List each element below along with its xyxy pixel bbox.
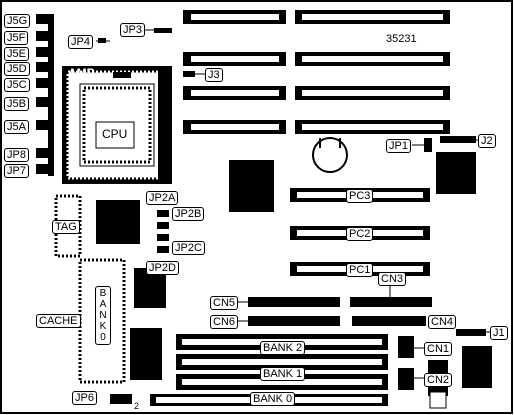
label-jp6: JP6 bbox=[72, 391, 97, 405]
bank0-char: A bbox=[99, 299, 107, 310]
j2-block bbox=[440, 136, 476, 143]
label-pc2: PC2 bbox=[346, 227, 374, 241]
label-jp2c: JP2C bbox=[172, 241, 205, 255]
label-jp8: JP8 bbox=[4, 148, 29, 162]
board-number: 35231 bbox=[386, 33, 417, 45]
label-jp7: JP7 bbox=[4, 164, 29, 178]
label-cn5: CN5 bbox=[210, 296, 239, 310]
jp6-block bbox=[110, 394, 132, 404]
bank0-vertical-label: B A N K 0 bbox=[95, 286, 111, 345]
label-cn1: CN1 bbox=[424, 342, 453, 356]
label-cn3: CN3 bbox=[378, 272, 407, 286]
j3-block bbox=[183, 71, 195, 77]
label-j5d: J5D bbox=[4, 62, 30, 76]
cpu-socket bbox=[62, 66, 172, 184]
bank0-char: 0 bbox=[100, 332, 106, 343]
cn-connectors bbox=[248, 297, 432, 390]
jp1-block bbox=[424, 138, 432, 152]
label-jp2d: JP2D bbox=[146, 261, 179, 275]
label-j3: J3 bbox=[205, 68, 223, 82]
jp2-jumpers bbox=[157, 210, 169, 253]
label-jp1: JP1 bbox=[386, 139, 411, 153]
label-j5a: J5A bbox=[4, 120, 29, 134]
label-cn4: CN4 bbox=[428, 315, 457, 329]
bank0-char: B bbox=[99, 288, 107, 299]
io-ports bbox=[428, 346, 492, 409]
cpu-label: CPU bbox=[102, 127, 128, 141]
label-jp2a: JP2A bbox=[146, 191, 179, 205]
label-jp2b: JP2B bbox=[172, 207, 205, 221]
bank0-char: N bbox=[99, 310, 107, 321]
label-j5c: J5C bbox=[4, 78, 30, 92]
isa-slots bbox=[183, 10, 450, 134]
label-cn2: CN2 bbox=[424, 373, 453, 387]
label-bank0: BANK 0 bbox=[250, 392, 296, 406]
label-j5g: J5G bbox=[4, 14, 31, 28]
pin-2-label: 2 bbox=[134, 401, 140, 411]
jp3-block bbox=[154, 28, 172, 33]
label-pc1: PC1 bbox=[346, 263, 374, 277]
bank0-char: K bbox=[99, 321, 107, 332]
j1-block bbox=[456, 329, 486, 336]
label-jp3: JP3 bbox=[120, 23, 145, 37]
label-bank2: BANK 2 bbox=[260, 341, 306, 355]
label-pc3: PC3 bbox=[346, 189, 374, 203]
battery bbox=[312, 137, 348, 173]
left-jumper-blocks bbox=[36, 14, 54, 176]
label-j5e: J5E bbox=[4, 47, 29, 61]
label-j2: J2 bbox=[478, 134, 496, 148]
label-j5f: J5F bbox=[4, 31, 29, 45]
amp-label: AMP bbox=[68, 66, 95, 80]
label-tag: TAG bbox=[52, 220, 80, 234]
label-j1: J1 bbox=[490, 326, 508, 340]
label-jp4: JP4 bbox=[68, 35, 93, 49]
label-j5b: J5B bbox=[4, 97, 29, 111]
label-bank1: BANK 1 bbox=[260, 367, 306, 381]
label-cn6: CN6 bbox=[210, 315, 239, 329]
label-cache: CACHE bbox=[36, 314, 81, 328]
